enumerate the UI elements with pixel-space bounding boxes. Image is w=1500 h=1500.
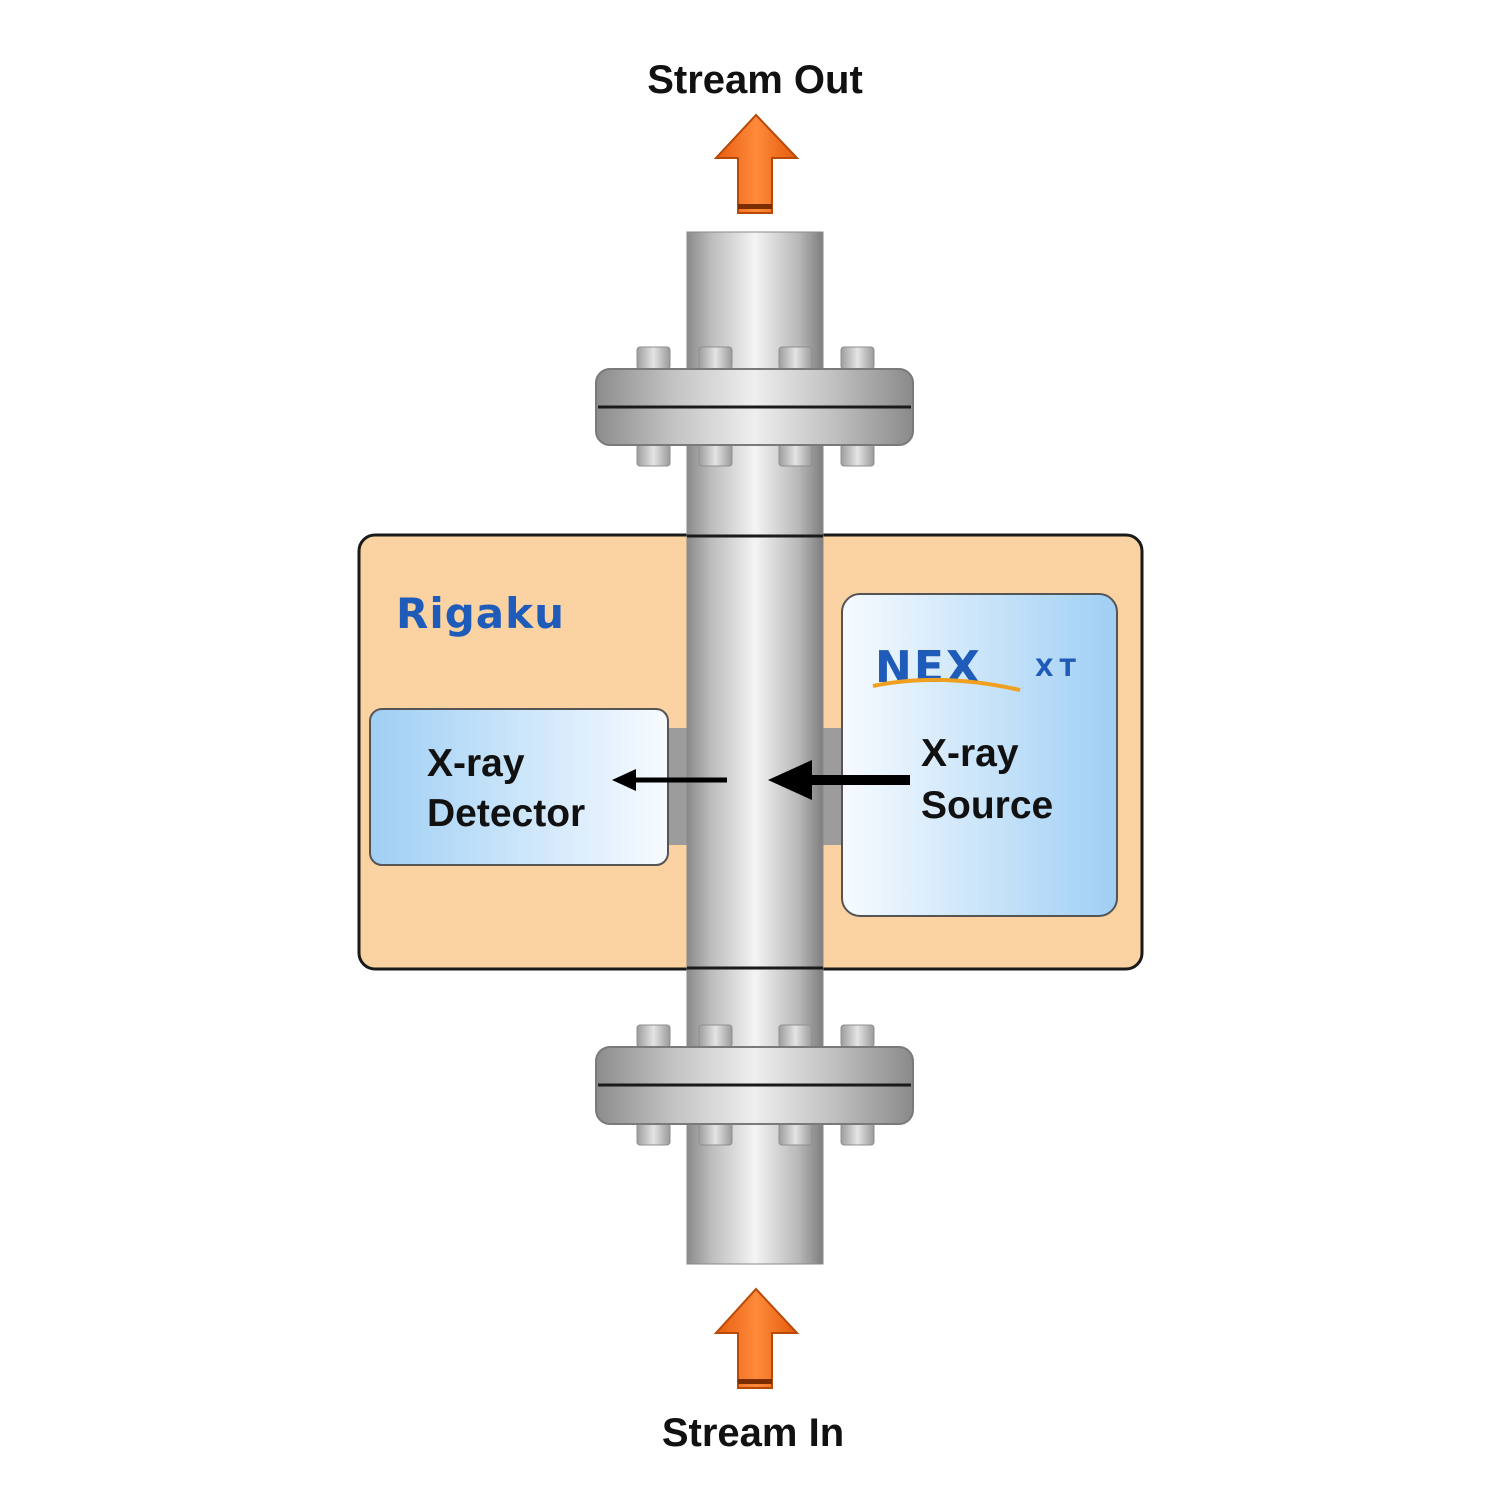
nex-xt-logo: NEX XT bbox=[872, 642, 1082, 693]
detector-window bbox=[667, 728, 689, 845]
stream-in-arrow-icon bbox=[713, 1287, 800, 1389]
svg-text:XT: XT bbox=[1035, 654, 1082, 682]
lower-flange bbox=[595, 1024, 914, 1146]
stream-in-label: Stream In bbox=[662, 1411, 844, 1455]
detector-module bbox=[369, 708, 669, 866]
upper-flange bbox=[595, 346, 914, 467]
xray-beam-in-arrow-icon bbox=[768, 760, 910, 800]
detector-label-line2: Detector bbox=[427, 792, 585, 835]
source-label-line1: X-ray bbox=[921, 732, 1019, 775]
source-label-line2: Source bbox=[921, 784, 1053, 827]
xray-beam-out-arrow-icon bbox=[612, 769, 727, 791]
stream-out-arrow-icon bbox=[713, 113, 800, 214]
detector-label-line1: X-ray bbox=[427, 742, 525, 785]
stream-out-label: Stream Out bbox=[647, 58, 863, 102]
source-window bbox=[820, 728, 842, 845]
source-module bbox=[841, 593, 1118, 917]
svg-text:NEX: NEX bbox=[875, 642, 982, 693]
rigaku-logo: Rigaku bbox=[396, 589, 565, 638]
